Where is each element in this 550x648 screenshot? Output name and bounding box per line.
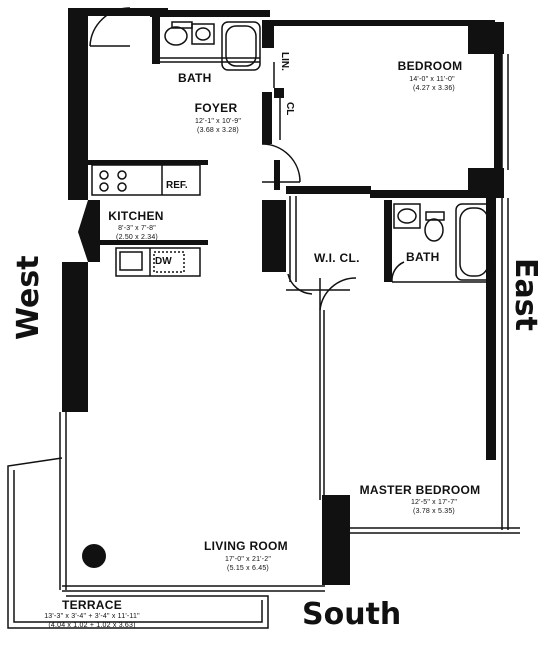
label-walk-in-closet: W.I. CL.	[314, 251, 360, 265]
label-closet-hall: CL	[270, 204, 281, 218]
room-living-room-name: LIVING ROOM	[204, 539, 288, 553]
room-kitchen-name: KITCHEN	[108, 209, 164, 223]
room-foyer-dim-metric: (3.68 x 3.28)	[197, 127, 239, 134]
label-dishwasher: DW	[155, 256, 172, 267]
label-refrigerator: REF.	[166, 180, 188, 191]
label-bath-top: BATH	[178, 71, 212, 85]
label-closet-foyer: CL	[284, 102, 295, 116]
room-living-room-dim-metric: (5.15 x 6.45)	[227, 565, 269, 572]
label-bath-master: BATH	[406, 250, 440, 264]
compass-west: West	[11, 255, 46, 340]
room-foyer-name: FOYER	[194, 101, 238, 115]
room-terrace-dim-metric: (4.04 x 1.02 + 1.02 x 3.63)	[48, 622, 136, 629]
room-bedroom-name: BEDROOM	[397, 59, 463, 73]
room-master-bedroom-dim-metric: (3.78 x 5.35)	[413, 508, 455, 515]
column-dot	[82, 544, 106, 568]
compass-south: South	[302, 597, 402, 632]
room-bedroom-dim-metric: (4.27 x 3.36)	[413, 85, 455, 92]
thin-lines	[7, 7, 520, 629]
room-foyer-dim-imperial: 12'-1" x 10'-9"	[194, 118, 242, 125]
room-master-bedroom-dim-imperial: 12'-5" x 17'-7"	[410, 499, 458, 506]
compass-east: East	[508, 258, 543, 331]
label-linen-closet: LIN.	[279, 52, 290, 71]
room-kitchen-dim-metric: (2.50 x 2.34)	[116, 234, 158, 241]
room-master-bedroom-name: MASTER BEDROOM	[359, 483, 481, 497]
room-kitchen-dim-imperial: 8'-3" x 7'-8"	[118, 225, 156, 232]
room-bedroom-dim-imperial: 14'-0" x 11'-0"	[409, 76, 455, 83]
solid-walls	[62, 8, 504, 585]
room-terrace-name: TERRACE	[61, 598, 123, 612]
room-living-room-dim-imperial: 17'-0" x 21'-2"	[224, 556, 272, 563]
room-terrace-dim-imperial: 13'-3" x 3'-4" + 3'-4" x 11'-11"	[44, 613, 140, 620]
